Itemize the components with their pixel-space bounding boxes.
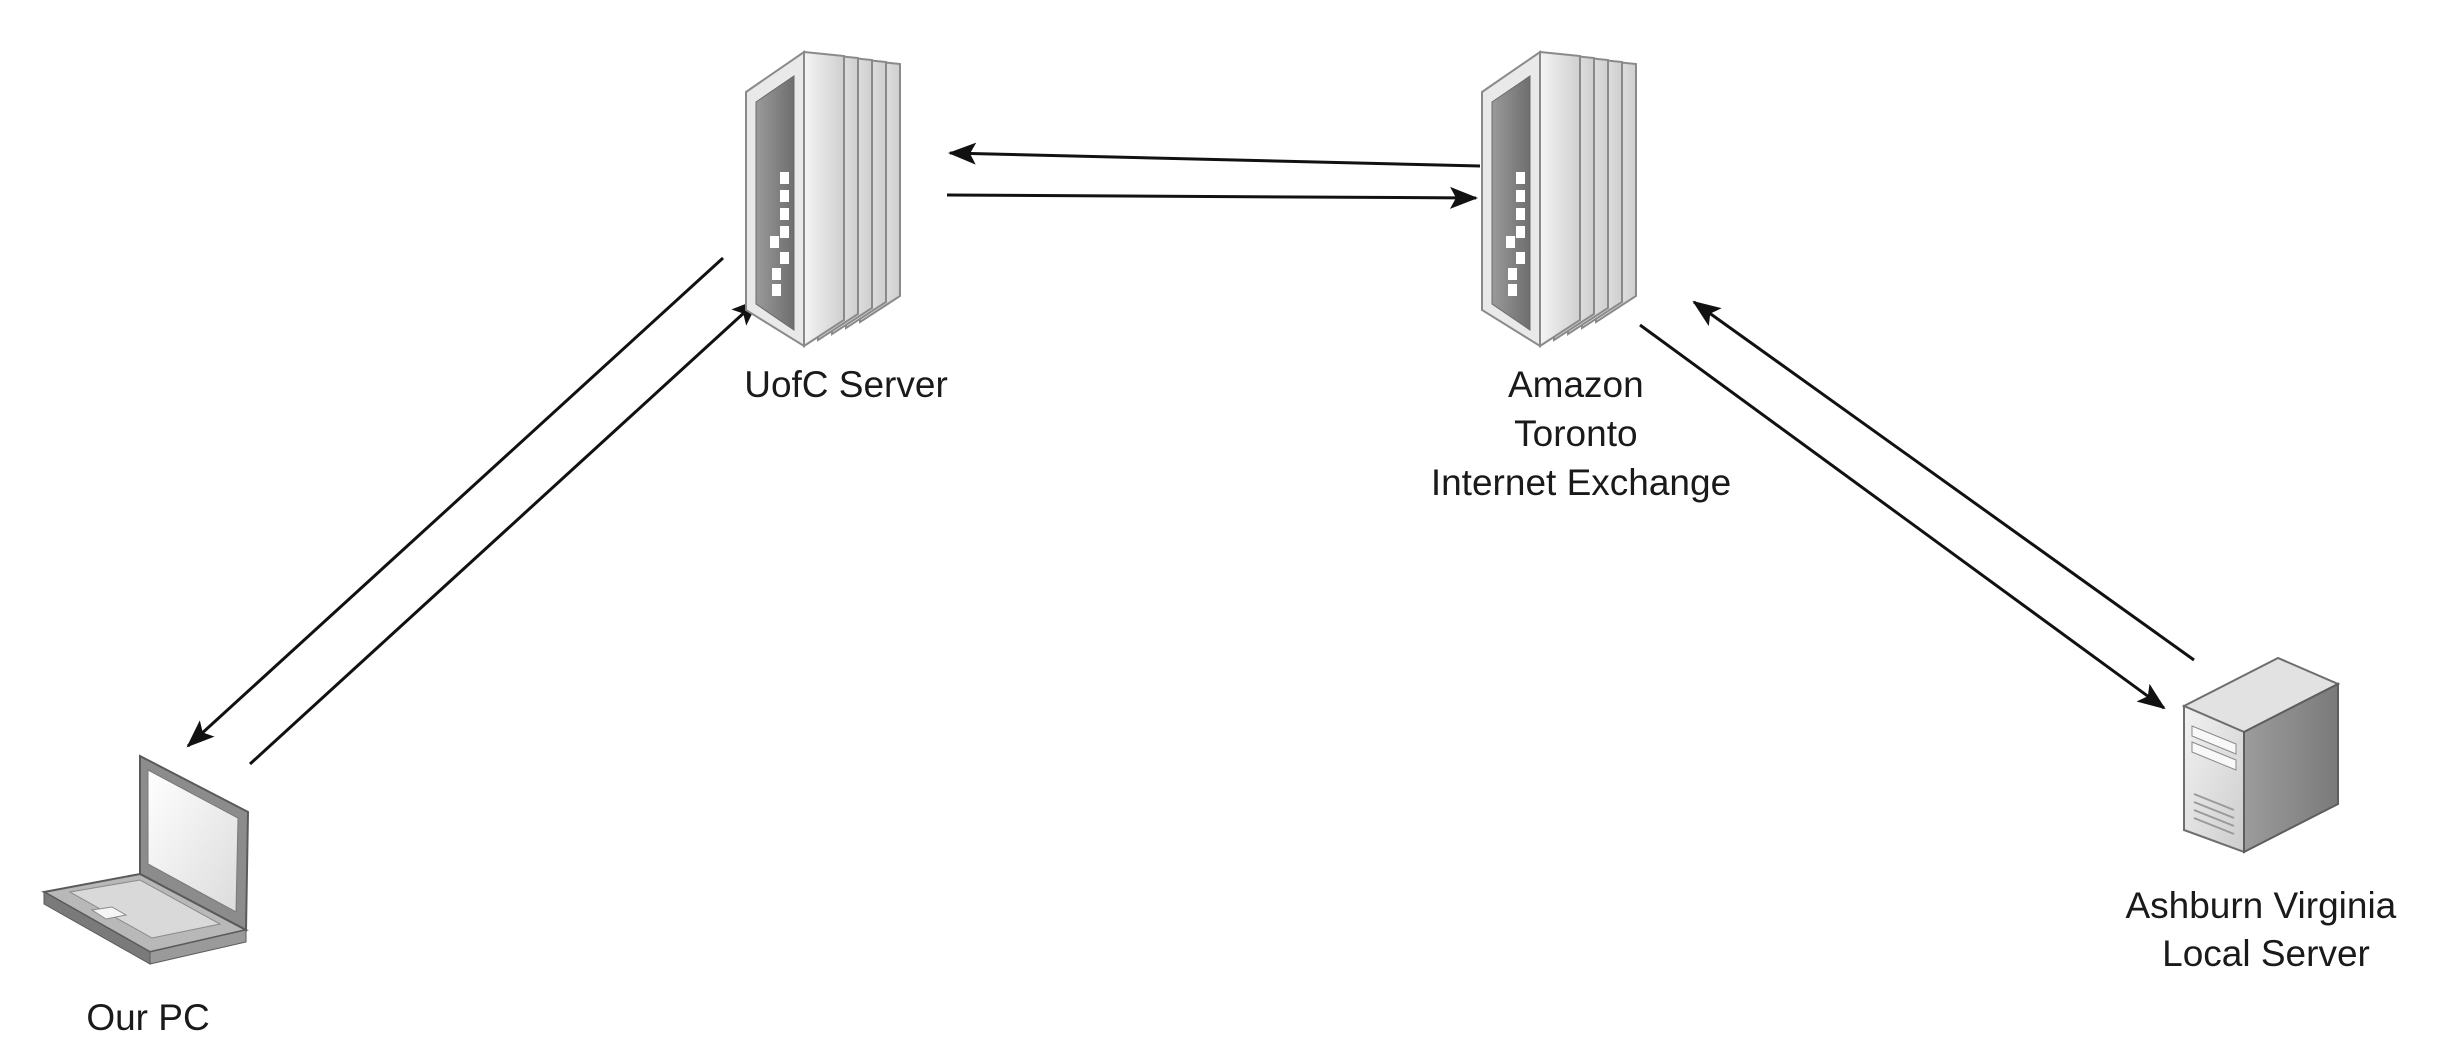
connection-uofc-to-amazon (946, 186, 1478, 209)
connection-amazon-to-uofc (948, 142, 1481, 168)
tower-server-icon (2181, 656, 2341, 854)
rack-server-icon (745, 50, 901, 348)
connection-ashburn-to-amazon (1692, 300, 2195, 662)
uofc-server-label: UofC Server (744, 364, 948, 405)
ashburn-virginia-label: Ashburn Virginia Local Server (2125, 885, 2406, 974)
uofc-server-node: UofC Server (744, 50, 948, 405)
connection-pc-to-uofc (248, 298, 760, 766)
laptop-icon (41, 754, 250, 965)
our-pc-label: Our PC (86, 997, 209, 1038)
our-pc-node: Our PC (41, 754, 250, 1038)
rack-server-icon (1481, 50, 1637, 348)
amazon-toronto-node: Amazon Toronto Internet Exchange (1431, 50, 1731, 503)
amazon-toronto-label: Amazon Toronto Internet Exchange (1431, 364, 1731, 503)
ashburn-virginia-node: Ashburn Virginia Local Server (2125, 656, 2406, 974)
connection-amazon-to-ashburn (1639, 323, 2166, 710)
connection-uofc-to-pc (186, 256, 725, 748)
connections (186, 142, 2195, 766)
